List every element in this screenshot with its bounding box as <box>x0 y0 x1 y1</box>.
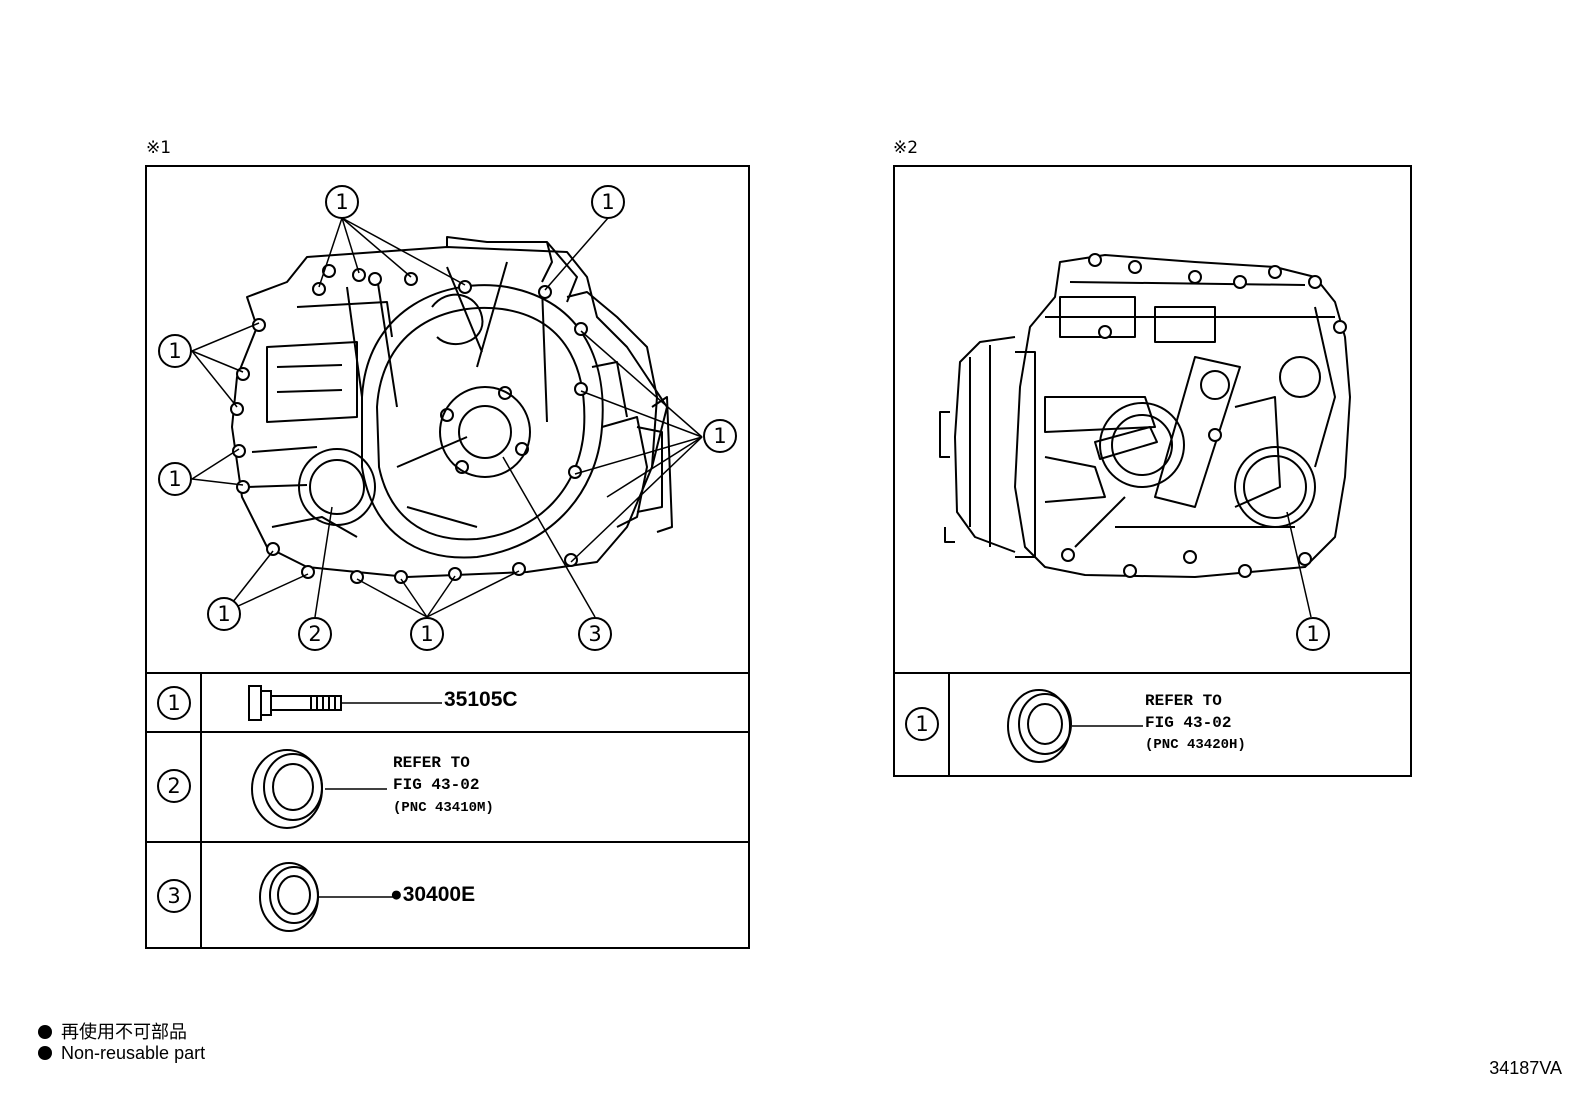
callout-2: 2 <box>298 617 332 651</box>
row-index-cell: 1 <box>147 674 202 733</box>
non-reusable-dot-icon <box>38 1025 52 1039</box>
callout-1: 1 <box>410 617 444 651</box>
panel2: 1 1 REFER TO FIG 43-02 (PNC 43420H) <box>893 165 1412 777</box>
callout-1: 1 <box>591 185 625 219</box>
oil-seal-icon <box>259 862 395 932</box>
row-index-3: 3 <box>157 879 191 913</box>
panel2-reference-mark: ※2 <box>893 138 919 158</box>
panel1: 1 1 1 1 1 1 1 2 3 1 35105C 2 <box>145 165 750 949</box>
row-index-cell: 1 <box>895 674 950 775</box>
pnc-reference: (PNC 43420H) <box>1145 737 1246 753</box>
callout-3: 3 <box>578 617 612 651</box>
refer-to-label: REFER TO <box>393 754 470 772</box>
callout-1: 1 <box>158 334 192 368</box>
row-index-cell: 2 <box>147 733 202 843</box>
oil-seal-icon <box>1007 689 1143 763</box>
callout-1: 1 <box>325 185 359 219</box>
oil-seal-icon <box>251 749 387 829</box>
part-row-1: 1 35105C <box>147 672 748 733</box>
pnc-reference: (PNC 43410M) <box>393 800 494 816</box>
callout-1: 1 <box>1296 617 1330 651</box>
transaxle-housing-illustration-2 <box>939 253 1351 618</box>
part-number: ●30400E <box>390 883 475 907</box>
part-row-2: 2 REFER TO FIG 43-02 (PNC 43410M) <box>147 731 748 843</box>
bolt-icon <box>248 685 442 721</box>
part-number-text: 30400E <box>402 883 476 906</box>
non-reusable-bullet: ● <box>390 883 403 906</box>
legend-japanese: 再使用不可部品 <box>38 1018 187 1044</box>
part-row-3: 3 ●30400E <box>147 841 748 947</box>
legend-english: Non-reusable part <box>38 1043 205 1064</box>
part-number: 35105C <box>444 688 518 711</box>
transaxle-housing-illustration-1 <box>191 217 703 618</box>
panel1-reference-mark: ※1 <box>146 138 172 158</box>
callout-1: 1 <box>207 597 241 631</box>
refer-to-label: REFER TO <box>1145 692 1222 710</box>
row-index-2: 2 <box>157 769 191 803</box>
row-index-1: 1 <box>157 686 191 720</box>
non-reusable-dot-icon <box>38 1046 52 1060</box>
callout-1: 1 <box>158 462 192 496</box>
legend-english-text: Non-reusable part <box>61 1043 206 1063</box>
figure-reference: FIG 43-02 <box>393 776 480 794</box>
legend-japanese-text: 再使用不可部品 <box>61 1022 187 1042</box>
callout-1: 1 <box>703 419 737 453</box>
figure-reference: FIG 43-02 <box>1145 714 1232 732</box>
illustration-code: 34187VA <box>1489 1058 1562 1078</box>
row-index-1: 1 <box>905 707 939 741</box>
part-row-1: 1 REFER TO FIG 43-02 (PNC 43420H) <box>895 672 1410 775</box>
row-index-cell: 3 <box>147 843 202 947</box>
